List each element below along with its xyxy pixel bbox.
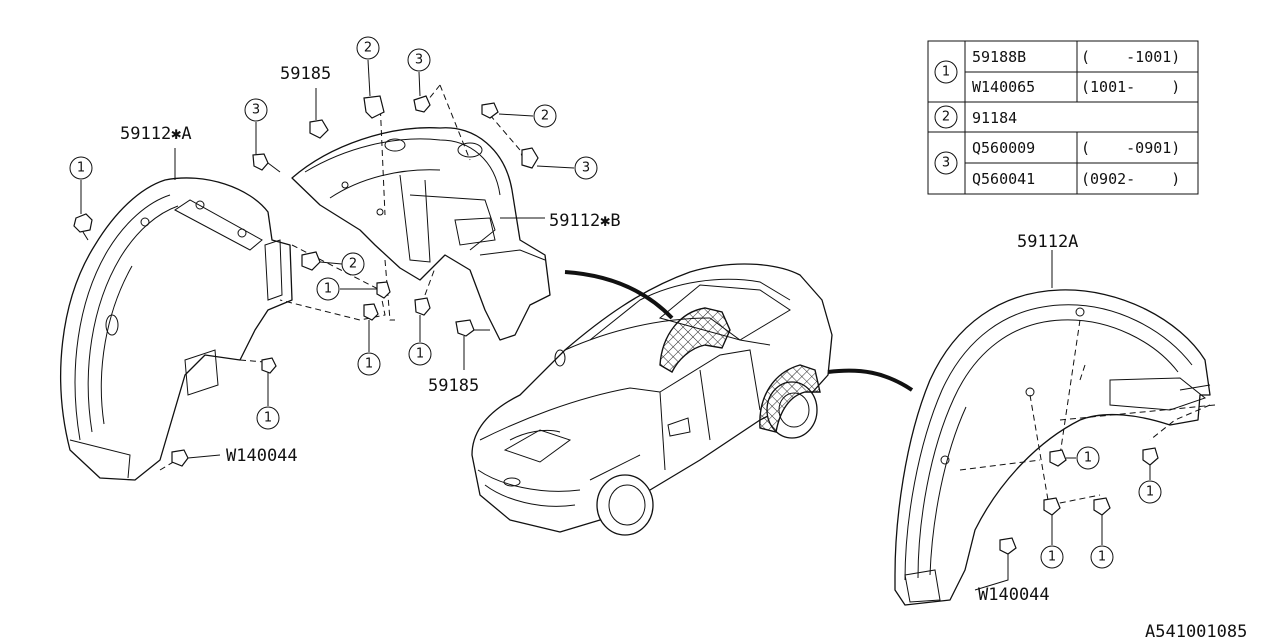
- svg-text:1: 1: [942, 65, 950, 80]
- callout-3-right: 3: [574, 156, 598, 180]
- svg-text:1: 1: [416, 347, 424, 362]
- legend-part-q560009: Q560009: [972, 139, 1035, 157]
- label-screw-w140044-rear: W140044: [978, 585, 1050, 605]
- screw-w140044-front: [171, 449, 221, 467]
- legend-range-q560041: (0902- ): [1081, 170, 1180, 188]
- leader-lines: [80, 59, 1151, 591]
- svg-text:1: 1: [1048, 550, 1056, 565]
- clip-1-middle-c: [414, 297, 431, 316]
- legend-part-q560041: Q560041: [972, 170, 1035, 188]
- svg-text:1: 1: [1098, 550, 1106, 565]
- clip-1-a: [73, 213, 93, 241]
- clip-2-middle: [301, 251, 321, 271]
- callout-1-rear-c: 1: [1040, 545, 1064, 569]
- clip-1-middle-b: [363, 303, 379, 321]
- clip-59185-top: [309, 119, 329, 139]
- screw-3-left: [252, 153, 281, 173]
- label-rear-fender-liner: 59112A: [1017, 232, 1078, 252]
- label-front-fender-liner-a: 59112✱A: [120, 124, 192, 144]
- callout-1-rear-d: 1: [1090, 545, 1114, 569]
- callout-3-top: 3: [407, 48, 431, 72]
- label-screw-w140044-front: W140044: [226, 446, 298, 466]
- clip-1-rear-a: [1049, 449, 1067, 467]
- svg-text:3: 3: [582, 161, 590, 176]
- rear-fender-liner: [894, 289, 1216, 606]
- legend-range-w140065: (1001- ): [1081, 78, 1180, 96]
- svg-text:3: 3: [942, 156, 950, 171]
- screw-3-right: [521, 147, 539, 169]
- callout-1-front-left: 1: [69, 156, 93, 180]
- svg-text:2: 2: [364, 41, 372, 56]
- callout-2-right: 2: [533, 104, 557, 128]
- screw-3-top: [413, 95, 431, 113]
- clip-1-b: [261, 357, 277, 374]
- label-clip-59185-top: 59185: [280, 64, 331, 84]
- callout-3-left: 3: [244, 98, 268, 122]
- legend-part-59188b: 59188B: [972, 48, 1026, 66]
- svg-text:2: 2: [942, 110, 950, 125]
- clip-59185-bottom: [455, 319, 490, 337]
- callout-1-middle-a: 1: [316, 277, 340, 301]
- arrow-to-front-liner: [564, 270, 674, 320]
- svg-text:2: 2: [349, 257, 357, 272]
- clip-2-top: [363, 95, 385, 119]
- svg-text:1: 1: [1084, 451, 1092, 466]
- svg-text:1: 1: [264, 411, 272, 426]
- legend-range-59188b: ( -1001): [1081, 48, 1180, 66]
- front-liner-highlight: [659, 307, 731, 373]
- legend-key-2: 2: [934, 105, 958, 129]
- callout-1-rear-b: 1: [1138, 480, 1162, 504]
- svg-text:2: 2: [541, 109, 549, 124]
- svg-text:1: 1: [365, 357, 373, 372]
- legend-part-w140065: W140065: [972, 78, 1035, 96]
- clip-1-rear-b: [1142, 447, 1159, 466]
- legend-table: 1 2 3 59188B ( -1001) W140065 (1001- ) 9…: [927, 40, 1199, 195]
- clip-1-middle-a: [376, 281, 391, 299]
- callout-1-rear-a: 1: [1076, 446, 1100, 470]
- front-fender-liner-b: [291, 84, 551, 341]
- callout-1-middle-c: 1: [408, 342, 432, 366]
- legend-key-1: 1: [934, 60, 958, 84]
- label-clip-59185-bottom: 59185: [428, 376, 479, 396]
- svg-text:3: 3: [252, 103, 260, 118]
- car-illustration: [471, 263, 833, 536]
- rear-liner-highlight: [759, 364, 821, 433]
- screw-w140044-rear: [999, 537, 1017, 555]
- clip-1-rear-d: [1093, 497, 1111, 516]
- callout-2-top: 2: [356, 36, 380, 60]
- legend-key-3: 3: [934, 151, 958, 175]
- diagram-id: A541001085: [1145, 622, 1247, 640]
- svg-text:1: 1: [77, 161, 85, 176]
- svg-text:1: 1: [324, 282, 332, 297]
- callout-1-front-bottom: 1: [256, 406, 280, 430]
- callout-1-middle-b: 1: [357, 352, 381, 376]
- svg-text:1: 1: [1146, 485, 1154, 500]
- callout-2-middle: 2: [341, 252, 365, 276]
- legend-part-91184: 91184: [972, 109, 1017, 127]
- arrow-to-rear-liner: [827, 368, 914, 392]
- legend-range-q560009: ( -0901): [1081, 139, 1180, 157]
- label-front-fender-liner-b: 59112✱B: [549, 211, 621, 231]
- clip-1-rear-c: [1043, 497, 1061, 516]
- svg-text:3: 3: [415, 53, 423, 68]
- front-fender-liner-a: [60, 177, 386, 481]
- clip-2-right: [481, 102, 499, 119]
- fasteners: [73, 95, 1159, 555]
